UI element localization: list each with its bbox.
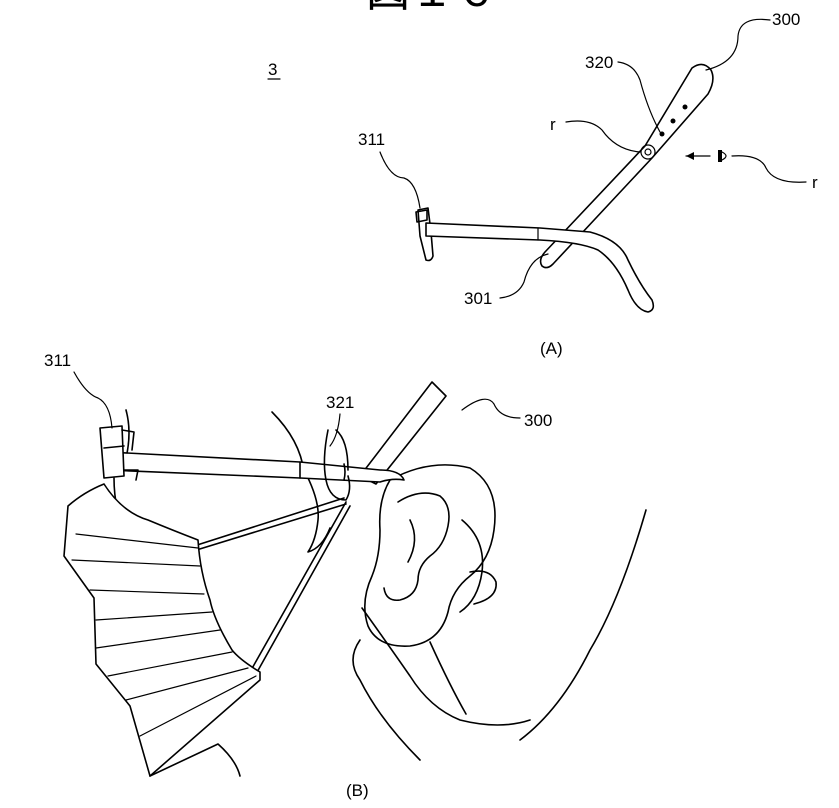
leader-r-right [731, 155, 807, 183]
chin-line [352, 639, 421, 761]
arrow-head-icon [686, 152, 694, 160]
glasses-temple-b [107, 451, 405, 483]
ear-inner [383, 492, 450, 602]
subfigure-a-caption: (A) [540, 339, 563, 358]
leader-321 [329, 413, 341, 447]
cheekbone-line [303, 469, 331, 553]
neck-back-line [519, 509, 647, 741]
ref-r-right-label: r [812, 173, 818, 192]
leader-320 [617, 61, 661, 133]
leader-311-a [379, 151, 421, 209]
hole-1 [682, 104, 688, 110]
leader-300-a [705, 18, 771, 71]
leader-300-b [461, 398, 521, 419]
rivet-r-icon [640, 144, 656, 160]
jaw-line [361, 607, 531, 726]
subfigure-a: 3 300 320 r r 311 301 [267, 10, 818, 358]
ref-311-a-label: 311 [358, 130, 385, 149]
leader-r-left [565, 120, 641, 153]
hinge-311 [99, 425, 125, 479]
subfigure-b: 311 321 300 (B) [44, 351, 647, 800]
mask-strap-bottom [149, 743, 241, 777]
ref-r-left-label: r [550, 115, 556, 134]
mask-body [63, 483, 261, 777]
ref-311-b-label: 311 [44, 351, 71, 370]
nose-bridge-line [125, 409, 130, 459]
leader-301 [499, 253, 549, 299]
ref-3-label: 3 [268, 60, 277, 79]
temple-arm-300-b [359, 381, 447, 485]
glasses-temple-301 [425, 222, 655, 313]
ref-301-label: 301 [464, 289, 492, 308]
ear-outline [364, 464, 496, 647]
figure-title: 図１６ [366, 0, 498, 16]
mask-string-lower [249, 501, 347, 673]
leader-311-b [73, 371, 113, 429]
temple-arm-300 [539, 63, 714, 269]
mask-string-upper [193, 497, 345, 547]
ref-321-label: 321 [326, 393, 354, 412]
ref-320-label: 320 [585, 53, 613, 72]
hole-2 [670, 118, 676, 124]
subfigure-b-caption: (B) [346, 781, 369, 800]
neck-front-line [429, 641, 467, 715]
ref-300-b-label: 300 [524, 411, 552, 430]
ref-300-a-label: 300 [772, 10, 800, 29]
hook-321 [323, 429, 351, 501]
hole-320 [659, 131, 665, 137]
rivet-side-icon [718, 150, 722, 162]
